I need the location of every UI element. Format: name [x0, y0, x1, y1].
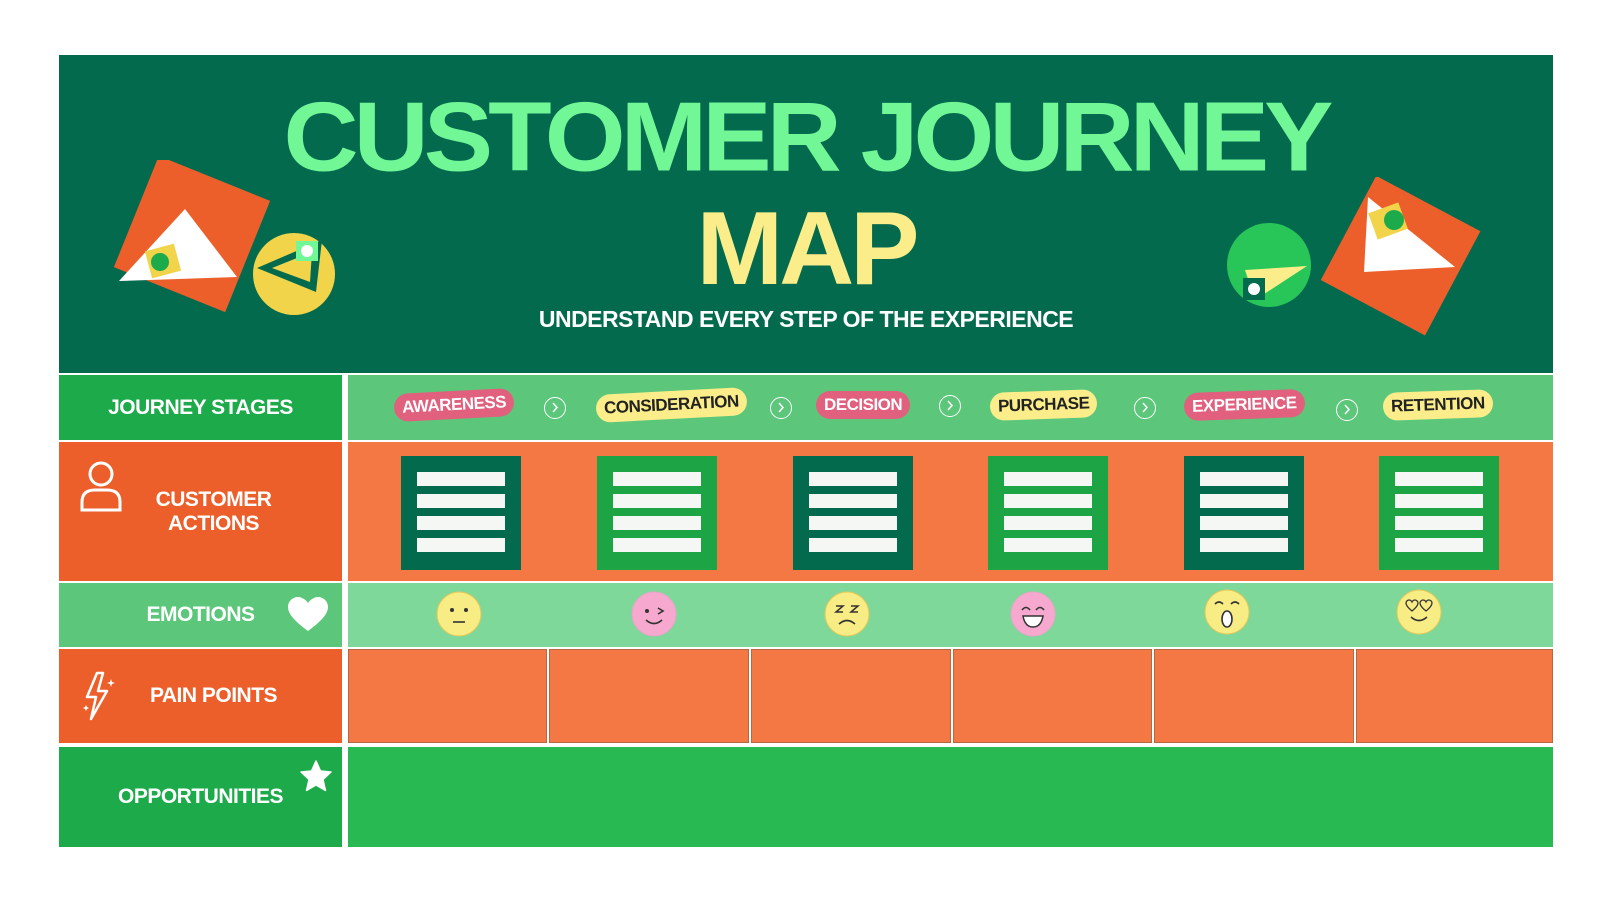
page-title-map: MAP: [696, 191, 919, 307]
row-label-customer-actions: CUSTOMER ACTIONS: [59, 442, 342, 581]
opportunities-label: OPPORTUNITIES: [117, 785, 284, 808]
frustrated-face-icon: [824, 591, 870, 637]
action-card[interactable]: [1379, 456, 1499, 570]
pain-point-cell[interactable]: [549, 649, 749, 743]
right-circle-decoration: [1227, 223, 1311, 307]
pain-point-cell[interactable]: [1356, 649, 1553, 743]
lightning-icon: [83, 671, 115, 721]
chevron-right-icon: [1134, 397, 1156, 419]
customer-actions-label-line2: ACTIONS: [168, 511, 260, 535]
action-card[interactable]: [988, 456, 1108, 570]
header-banner: CUSTOMER JOURNEY MAP UNDERSTAND EVERY ST…: [59, 55, 1553, 373]
stage-experience[interactable]: EXPERIENCE: [1183, 388, 1306, 422]
stage-awareness[interactable]: AWARENESS: [393, 387, 515, 423]
action-card[interactable]: [597, 456, 717, 570]
stage-retention[interactable]: RETENTION: [1382, 389, 1494, 421]
pain-point-cell[interactable]: [1154, 649, 1354, 743]
stages-row: AWARENESS CONSIDERATION DECISION PURCHAS…: [348, 375, 1553, 440]
laughing-face-icon: [1010, 591, 1056, 637]
action-card[interactable]: [793, 456, 913, 570]
heart-eyes-face-icon: [1396, 589, 1442, 635]
wink-face-icon: [631, 591, 677, 637]
left-circle-decoration: [253, 233, 335, 315]
emotions-row: [348, 583, 1553, 647]
pain-point-cell[interactable]: [953, 649, 1152, 743]
row-label-pain-points: PAIN POINTS: [59, 649, 342, 743]
surprised-face-icon: [1204, 589, 1250, 635]
row-label-opportunities: OPPORTUNITIES: [59, 747, 342, 847]
action-card[interactable]: [1184, 456, 1304, 570]
pain-points-row: [348, 649, 1553, 743]
pain-points-label: PAIN POINTS: [149, 684, 278, 707]
opportunities-row[interactable]: [348, 747, 1553, 847]
emotions-label: EMOTIONS: [146, 603, 255, 626]
pain-point-cell[interactable]: [751, 649, 951, 743]
chevron-right-icon: [544, 397, 566, 419]
page-title: CUSTOMER JOURNEY: [283, 81, 1334, 193]
left-shape-decoration: [113, 160, 271, 313]
neutral-face-icon: [436, 591, 482, 637]
row-label-emotions: EMOTIONS: [59, 583, 342, 647]
heart-icon: [288, 597, 328, 631]
right-shape-decoration: [1321, 177, 1481, 336]
stage-consideration[interactable]: CONSIDERATION: [595, 387, 748, 423]
chevron-right-icon: [1336, 399, 1358, 421]
pain-point-cell[interactable]: [348, 649, 547, 743]
customer-actions-label-line1: CUSTOMER: [155, 487, 272, 511]
row-label-journey-stages: JOURNEY STAGES: [59, 375, 342, 440]
stage-decision[interactable]: DECISION: [816, 391, 911, 419]
chevron-right-icon: [939, 395, 961, 417]
star-icon: [300, 760, 332, 792]
user-icon: [80, 461, 122, 512]
action-card[interactable]: [401, 456, 521, 570]
page-subtitle: UNDERSTAND EVERY STEP OF THE EXPERIENCE: [538, 306, 1074, 332]
stage-purchase[interactable]: PURCHASE: [989, 389, 1098, 421]
chevron-right-icon: [770, 397, 792, 419]
actions-row: [348, 442, 1553, 581]
journey-stages-label: JOURNEY STAGES: [108, 395, 293, 419]
